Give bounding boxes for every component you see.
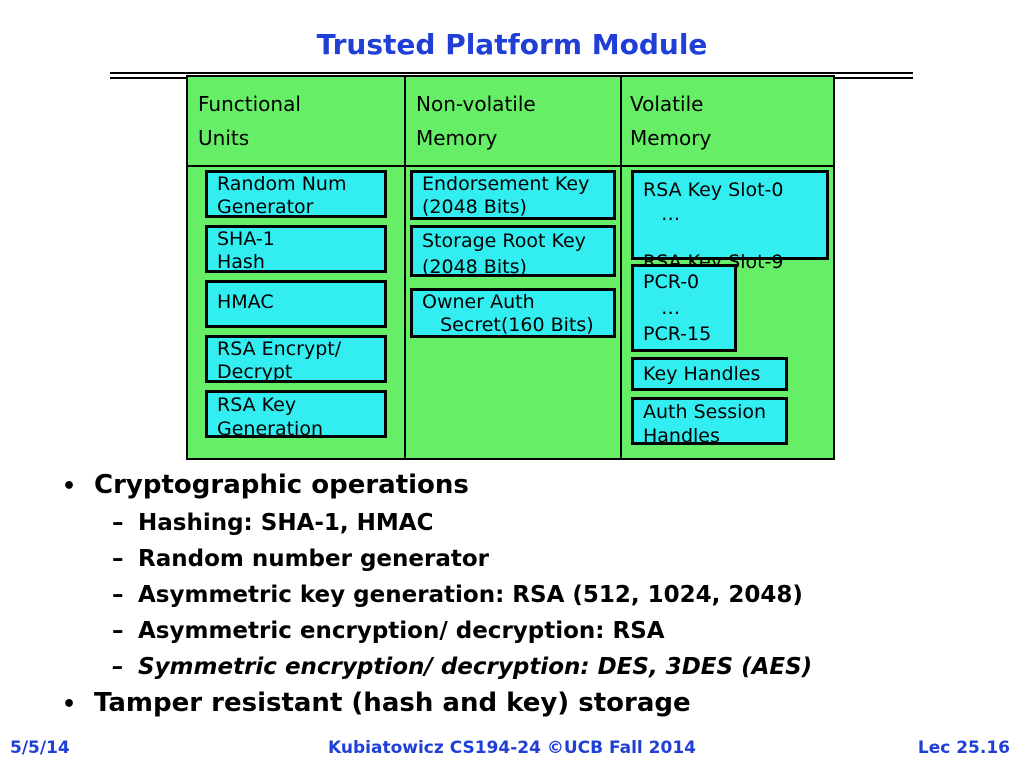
key-handles-box: Key Handles <box>631 357 788 391</box>
header-functional-units: Functional Units <box>198 92 301 150</box>
footer-date: 5/5/14 <box>10 738 70 758</box>
bullet-dash: – <box>112 510 124 536</box>
auth-session-handles-box: Auth Session Handles <box>631 397 788 447</box>
pcr-registers-box: PCR-0 … PCR-15 <box>631 264 737 352</box>
rsa-key-slots-box: RSA Key Slot-0 … RSA Key Slot-9 <box>631 170 829 273</box>
bullet-dot: • <box>62 692 77 717</box>
storage-root-key-box: Storage Root Key (2048 Bits) <box>410 225 616 278</box>
hmac-box: HMAC <box>205 280 387 328</box>
header-divider <box>188 165 833 167</box>
sub-bullet-text: Asymmetric key generation: RSA (512, 102… <box>138 582 803 608</box>
slide-title: Trusted Platform Module <box>316 28 708 61</box>
footer-course: Kubiatowicz CS194-24 ©UCB Fall 2014 <box>328 738 696 758</box>
column-divider <box>404 77 406 458</box>
sub-bullet-text: Symmetric encryption/ decryption: DES, 3… <box>138 654 813 680</box>
random-number-generator-box: Random Num Generator <box>205 170 387 218</box>
rsa-key-generation-box: RSA Key Generation <box>205 390 387 440</box>
bullet-text: Cryptographic operations <box>94 470 469 500</box>
bullet-dot: • <box>62 474 77 499</box>
sha1-hash-box: SHA-1 Hash <box>205 225 387 273</box>
rsa-encrypt-decrypt-box: RSA Encrypt/ Decrypt <box>205 335 387 383</box>
owner-auth-secret-box: Owner Auth Secret(160 Bits) <box>410 288 616 338</box>
sub-bullet-text: Asymmetric encryption/ decryption: RSA <box>138 618 665 644</box>
sub-bullet-text: Hashing: SHA-1, HMAC <box>138 510 434 536</box>
tpm-diagram-table: Functional Units Non-volatile Memory Vol… <box>186 75 835 460</box>
bullet-text: Tamper resistant (hash and key) storage <box>94 688 691 718</box>
bullet-dash: – <box>112 618 124 644</box>
footer-lecture: Lec 25.16 <box>917 738 1010 758</box>
column-divider <box>620 77 622 458</box>
bullet-dash: – <box>112 582 124 608</box>
bullet-dash: – <box>112 654 124 680</box>
header-nonvolatile-memory: Non-volatile Memory <box>416 92 536 150</box>
title-rule-top <box>110 72 913 74</box>
bullet-dash: – <box>112 546 124 572</box>
endorsement-key-box: Endorsement Key (2048 Bits) <box>410 170 616 220</box>
sub-bullet-text: Random number generator <box>138 546 490 572</box>
header-volatile-memory: Volatile Memory <box>630 92 712 150</box>
